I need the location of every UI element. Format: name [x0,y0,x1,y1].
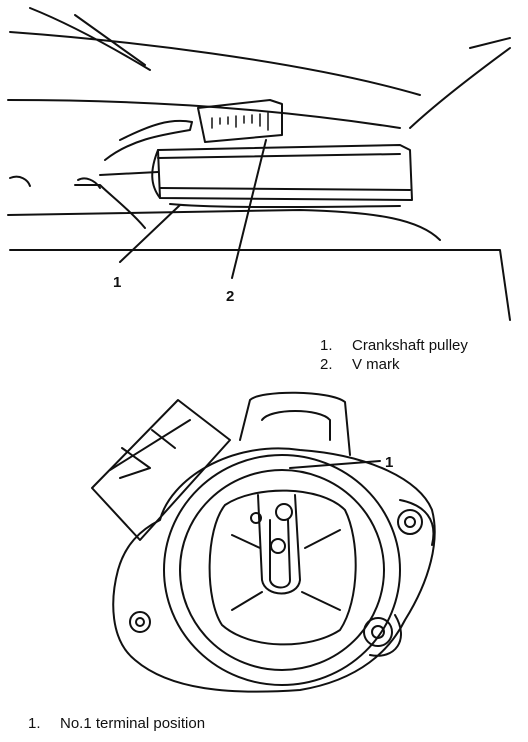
distributor-figure [91,391,436,693]
legend-number: 2. [320,356,333,373]
legend-text: Crankshaft pulley [352,337,468,354]
figure1-legend: 1. Crankshaft pulley 2. V mark [320,336,468,374]
callout-2-v-mark: 2 [226,288,234,305]
legend-number: 1. [28,715,41,732]
crankshaft-pulley-figure [7,7,511,321]
figure2-legend: 1. No.1 terminal position [28,714,205,733]
legend-number: 1. [320,337,333,354]
callout-1-no1-terminal: 1 [385,454,393,471]
legend-item: 2. V mark [320,355,468,374]
legend-text: No.1 terminal position [60,715,206,732]
callout-1-crankshaft-pulley: 1 [113,274,121,291]
legend-item: 1. Crankshaft pulley [320,336,468,355]
legend-item: 1. No.1 terminal position [28,714,205,733]
legend-text: V mark [352,356,400,373]
